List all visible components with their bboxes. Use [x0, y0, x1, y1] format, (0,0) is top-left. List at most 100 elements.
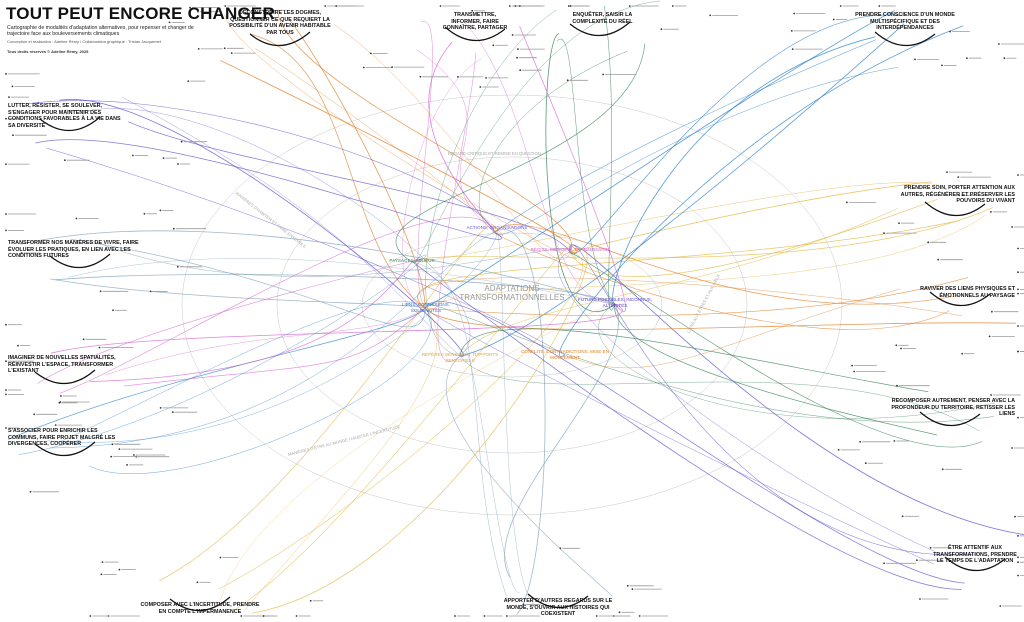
- leaf-dot: [20, 252, 23, 254]
- leaf-dot: [369, 52, 372, 55]
- leaf-dot: [180, 140, 183, 143]
- leaf-dot: [514, 5, 517, 7]
- connection-link: [286, 16, 426, 309]
- connection-link: [545, 33, 616, 313]
- leaf-dot: [900, 347, 902, 350]
- leaf-dot: [89, 615, 92, 617]
- theme-loop: [569, 21, 631, 37]
- leaf-dot: [1017, 350, 1019, 353]
- connection-link: [50, 278, 426, 309]
- leaf-dot: [98, 346, 101, 349]
- category-actions: ACTIONS, ORGANISATIONS: [466, 225, 528, 230]
- connection-link: [428, 41, 496, 233]
- leaf-dot: [99, 290, 102, 293]
- category-recits: RÉCITS, MÉMOIRE, TRANSMISSION: [530, 247, 610, 252]
- theme-lutter: LUTTER, RÉSISTER, SE SOULEVER, S'ENGAGER…: [8, 103, 121, 129]
- leaf-dot: [471, 9, 474, 12]
- leaf-dot: [269, 9, 272, 12]
- leaf-dot: [916, 559, 918, 562]
- theme-apporter: APPORTER D'AUTRES REGARDS SUR LE MONDE, …: [503, 598, 613, 618]
- connection-link: [57, 301, 426, 443]
- connection-link: [558, 25, 964, 357]
- connection-link: [235, 245, 572, 610]
- theme-loop: [929, 291, 991, 307]
- connection-link: [395, 43, 646, 263]
- connection-link: [459, 23, 905, 357]
- connection-link: [569, 251, 983, 448]
- connection-link: [424, 10, 895, 309]
- leaf-dot: [595, 615, 598, 617]
- leaf-dot: [508, 5, 511, 7]
- page-subtitle: Cartographie de modalités d'adaptation a…: [7, 25, 194, 38]
- theme-raviver: RAVIVER DES LIENS PHYSIQUES ET ÉMOTIONNE…: [920, 286, 1015, 299]
- leaf-dot: [5, 389, 7, 391]
- leaf-dot: [1017, 325, 1019, 327]
- theme-loop: [34, 441, 96, 457]
- leaf-dot: [5, 323, 7, 326]
- leaf-dot: [638, 615, 641, 617]
- leaf-dot: [569, 5, 572, 7]
- theme-loop: [34, 369, 96, 385]
- leaf-dot: [457, 76, 459, 78]
- leaf-dot: [1003, 57, 1006, 60]
- theme-loop: [49, 253, 111, 269]
- theme-loop: [919, 411, 981, 427]
- leaf-dot: [189, 6, 191, 9]
- connection-link: [90, 239, 572, 277]
- connection-link: [494, 39, 876, 233]
- leaf-dot: [485, 77, 487, 79]
- leaf-dot: [832, 18, 835, 21]
- connection-link: [424, 307, 934, 565]
- leaf-dot: [864, 462, 867, 465]
- leaf-dot: [5, 229, 7, 232]
- connection-link: [464, 21, 616, 305]
- leaf-dot: [1017, 416, 1019, 419]
- leaf-dot: [5, 163, 7, 166]
- page-title: TOUT PEUT ENCORE CHANGER: [6, 4, 275, 23]
- leaf-dot: [5, 393, 7, 396]
- connection-link: [423, 303, 994, 423]
- leaf-dot: [506, 615, 508, 617]
- leaf-dot: [1017, 174, 1019, 176]
- connection-link: [255, 48, 503, 237]
- leaf-dot: [791, 48, 794, 50]
- leaf-dot: [991, 310, 993, 313]
- connection-link: [250, 33, 426, 309]
- leaf-dot: [230, 52, 233, 54]
- leaf-dot: [133, 454, 135, 456]
- connection-link: [224, 14, 577, 259]
- leaf-dot: [479, 86, 482, 88]
- connection-link: [128, 121, 571, 253]
- leaf-dot: [335, 5, 338, 7]
- theme-associer: S'ASSOCIER POUR ENRICHIR LES COMMUNS, FA…: [8, 428, 116, 448]
- leaf-dot: [240, 615, 243, 617]
- connection-link: [519, 26, 626, 313]
- leaf-dot: [837, 449, 840, 451]
- connection-link: [416, 49, 496, 233]
- connection-link: [411, 182, 938, 263]
- theme-transmettre: TRANSMETTRE, INFORMER, FAIRE CONNAÎTRE, …: [442, 12, 508, 32]
- leaf-dot: [949, 30, 951, 33]
- connection-link: [569, 244, 979, 556]
- connection-link: [424, 307, 1017, 330]
- leaf-dot: [483, 615, 486, 617]
- connection-link: [494, 230, 540, 608]
- leaf-dot: [112, 309, 114, 312]
- category-paysages: PAYSAGES, MILIEUX: [389, 258, 435, 263]
- connection-link: [459, 348, 520, 593]
- leaf-dot: [419, 75, 422, 78]
- connection-link: [277, 13, 573, 253]
- leaf-dot: [519, 69, 522, 72]
- connection-link: [424, 301, 965, 584]
- leaf-dot: [224, 5, 227, 7]
- leaf-dot: [172, 227, 175, 230]
- leaf-dot: [5, 213, 7, 215]
- leaf-dot: [618, 611, 621, 614]
- leaf-dot: [522, 603, 525, 606]
- leaf-dot: [168, 21, 171, 24]
- leaf-dot: [859, 440, 862, 443]
- leaf-dot: [1017, 288, 1019, 291]
- credits-line: Conception et réalisation : Adeline Rémy…: [7, 39, 161, 44]
- connection-link: [564, 288, 901, 369]
- connection-link: [27, 100, 496, 233]
